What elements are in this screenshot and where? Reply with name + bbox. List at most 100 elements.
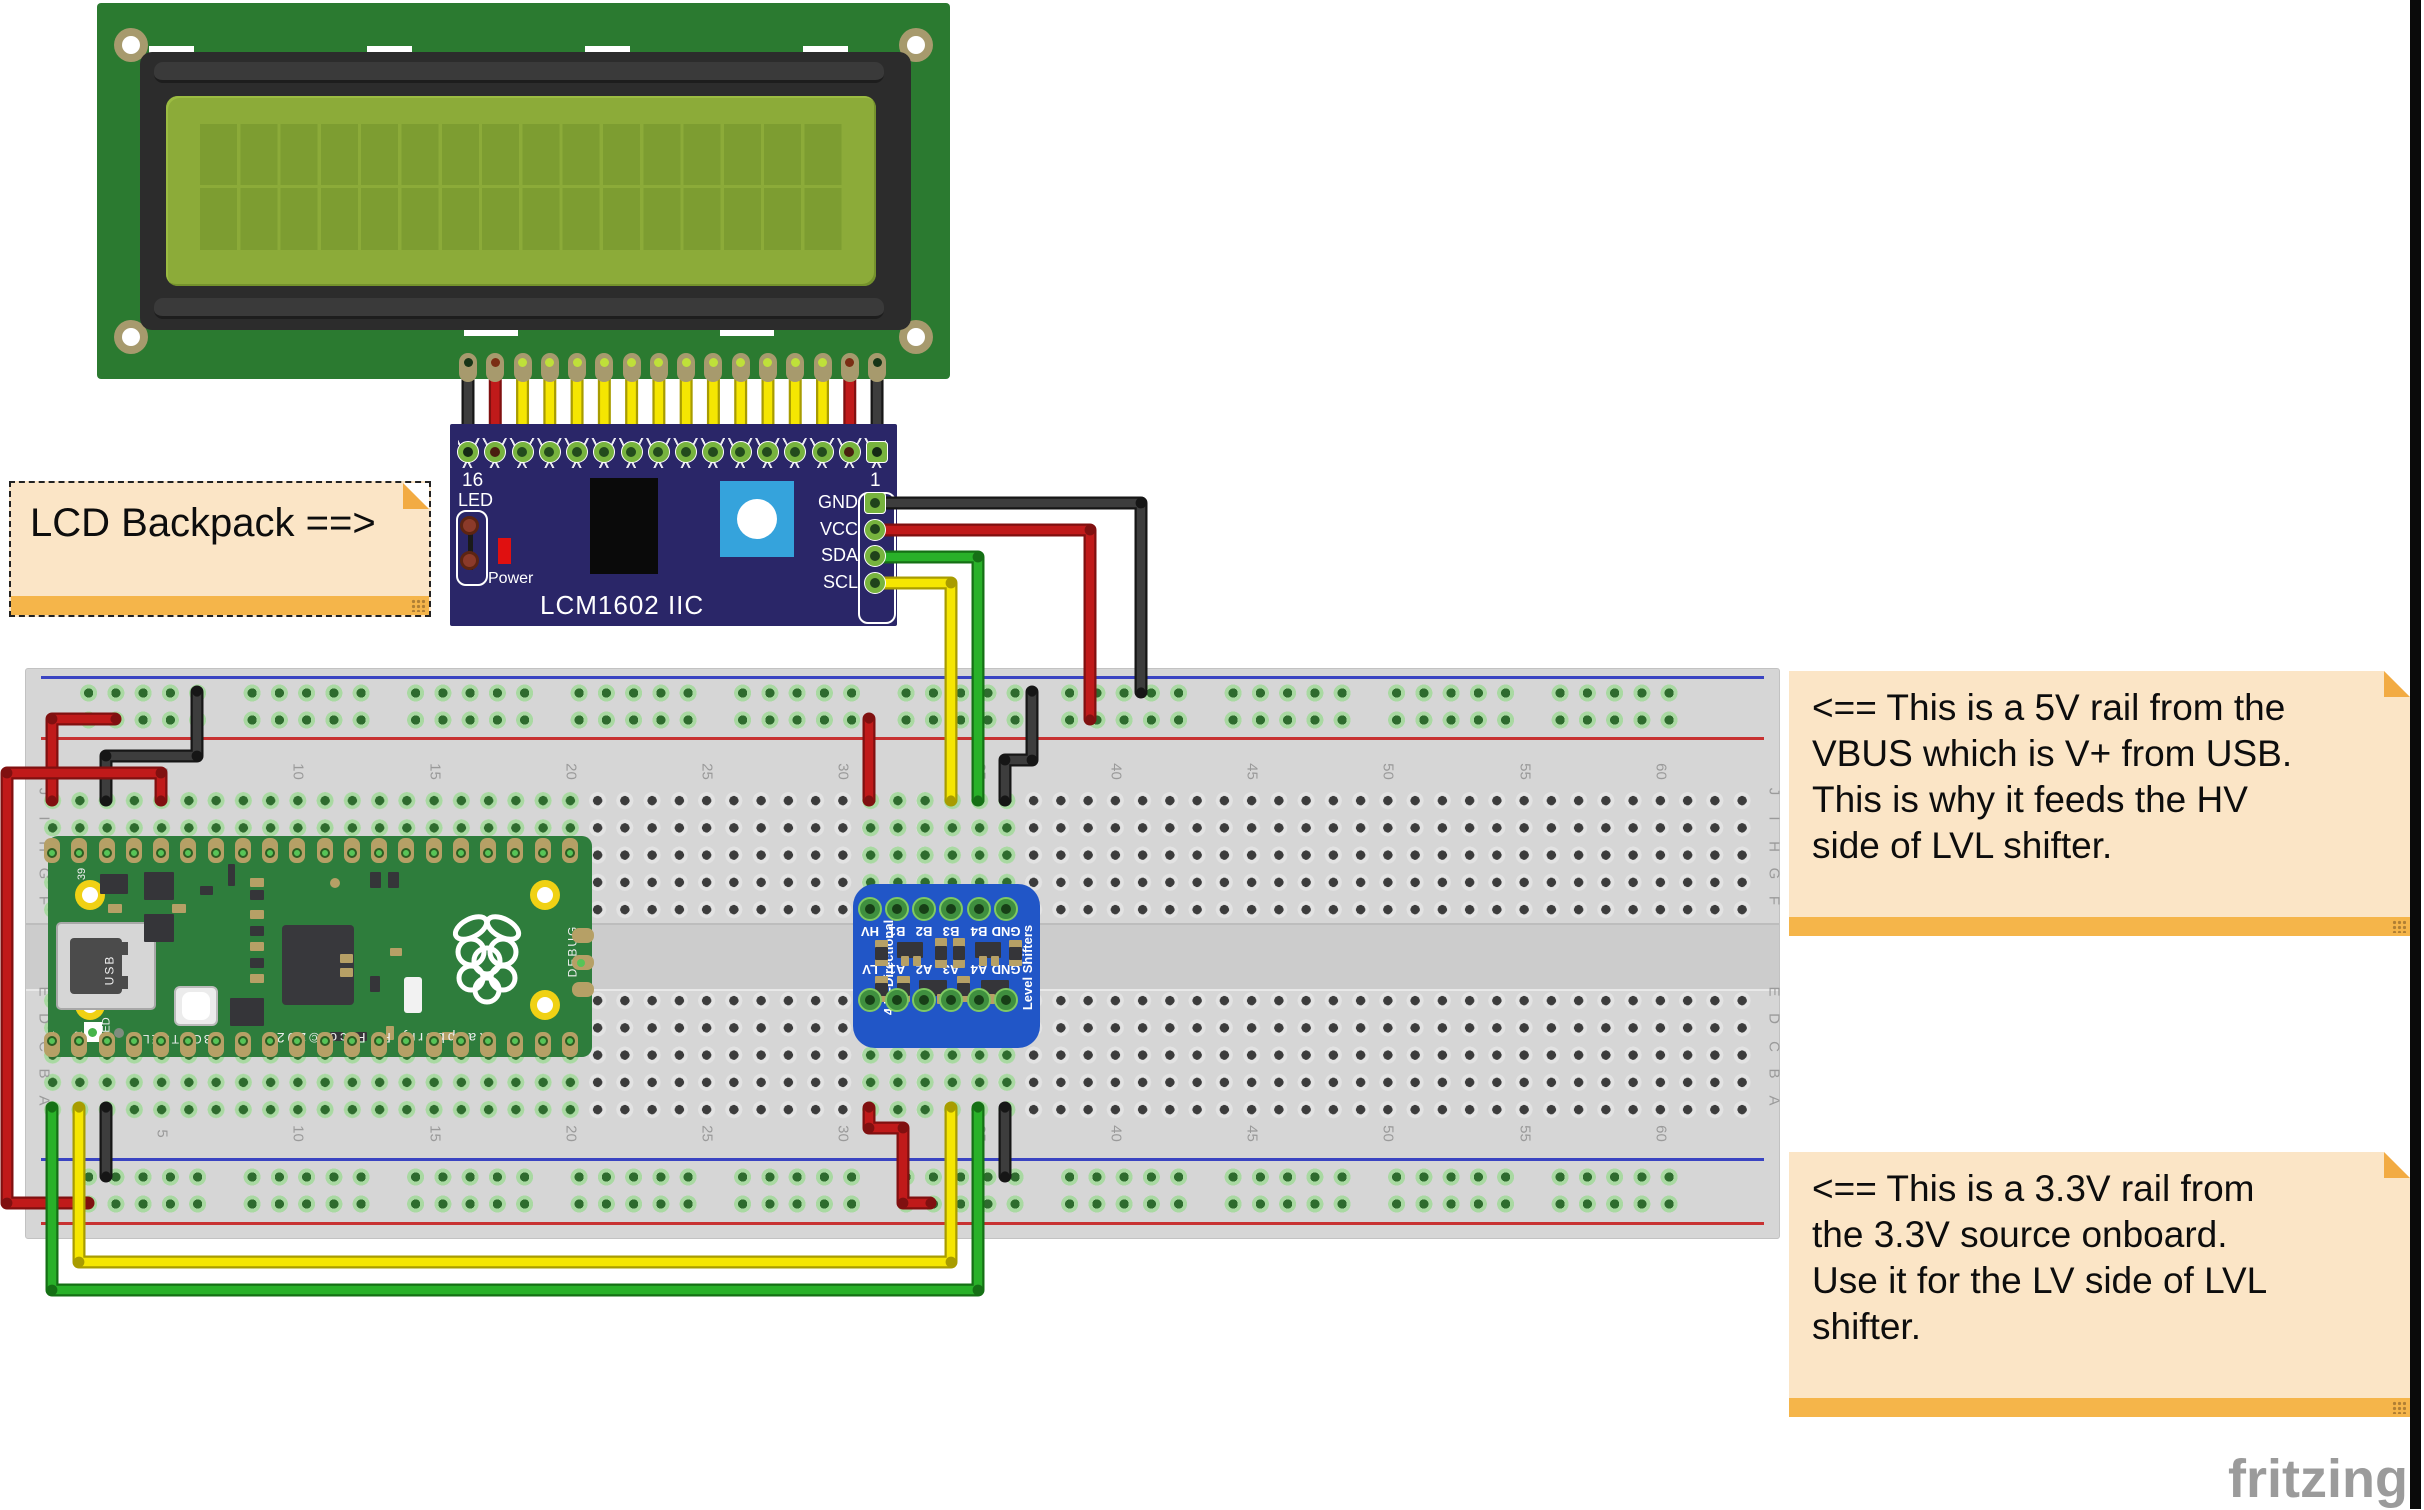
wire-gnd-top-jumper[interactable] [99,685,204,807]
backpack-header-pin[interactable] [756,441,779,463]
wire-hv-5v-jumper[interactable] [862,712,876,807]
lcd-pin-pad[interactable] [568,353,587,382]
backpack-header-pin[interactable] [729,441,752,463]
pico-pin-pad[interactable] [343,1032,360,1057]
pico-pin-pad[interactable] [371,1032,387,1057]
backpack-led-pin[interactable] [460,551,479,570]
lcd-pin-pad[interactable] [540,353,559,382]
shifter-pin-b3[interactable] [939,897,964,921]
pico-pin-pad[interactable] [289,1032,306,1057]
backpack-header-pin[interactable] [593,441,616,463]
backpack-header-pin[interactable] [647,441,670,463]
pico-pin-pad[interactable] [153,1032,169,1057]
pico-pin-pad[interactable] [480,838,496,863]
bottom-rail-row-3v3[interactable] [75,1190,1684,1218]
pico-pin-pad[interactable] [180,1032,197,1057]
pico-pin-pad[interactable] [207,838,224,863]
pico-pin-pad[interactable] [425,838,442,863]
backpack-header-pin[interactable] [620,441,643,463]
backpack-scl-pin[interactable] [864,572,886,595]
pico-pin-pad[interactable] [507,838,524,863]
pico-pin-pad[interactable] [44,1032,60,1057]
scrollbar[interactable] [2410,0,2421,1509]
pico-pin-pad[interactable] [262,838,278,863]
note-5v-rail[interactable]: <== This is a 5V rail from the VBUS whic… [1789,671,2410,936]
shifter-pin-a3[interactable] [939,988,964,1012]
lcd-pin-pad[interactable] [486,353,505,382]
note-resize-grip[interactable] [411,599,425,612]
pico-pin-pad[interactable] [561,1032,578,1057]
pico-pin-pad[interactable] [316,838,333,863]
backpack-header-pin[interactable] [538,441,561,463]
pico-pin-pad[interactable] [398,1032,415,1057]
pico-pin-pad[interactable] [316,1032,333,1057]
lcd-pin-pad[interactable] [704,353,723,382]
lcd-pin-pad[interactable] [595,353,614,382]
note-3v3-rail[interactable]: <== This is a 3.3V rail from the 3.3V so… [1789,1152,2410,1417]
shifter-pin-b2[interactable] [912,897,936,921]
wire-gnd-channel-jumper[interactable] [998,685,1039,807]
note-bar[interactable] [11,596,429,615]
wire-lv-3v3-jumper[interactable] [862,1101,937,1210]
lcd-pin-pad[interactable] [868,353,887,382]
backpack-contrast-potentiometer[interactable] [720,481,794,557]
note-bar[interactable] [1789,917,2410,936]
bottom-rail-row-gnd[interactable] [75,1163,1684,1191]
wire-sda-long-wire[interactable] [45,1101,985,1297]
wire-gnd-shifter-jumper[interactable] [998,1101,1012,1183]
pico-pin-pad[interactable] [561,838,578,863]
lcd-pin-pad[interactable] [813,353,832,382]
backpack-gnd-pin[interactable] [864,492,886,514]
backpack-header-pin[interactable] [811,441,834,463]
pico-pin-pad[interactable] [71,1032,88,1057]
pico-pin-pad[interactable] [343,838,360,863]
pico-pin-pad[interactable] [125,1032,142,1057]
wire-backpack-scl-wire[interactable] [873,576,958,807]
backpack-header-pin[interactable] [784,441,807,463]
pico-pin-pad[interactable] [125,838,142,863]
backpack-vcc-pin[interactable] [864,518,886,541]
backpack-header-pin[interactable] [838,441,861,463]
pico-pin-pad[interactable] [98,1032,115,1057]
shifter-pin-a1[interactable] [884,988,909,1012]
pico-pin-pad[interactable] [262,1032,278,1057]
top-rail-row-gnd[interactable] [75,679,1684,707]
backpack-header-pin[interactable] [457,441,479,463]
raspberry-pi-pico[interactable]: USB 39 1 2 LED BOOTSEL Raspber [45,836,594,1057]
shifter-pin-a4[interactable] [966,988,991,1012]
lcd-pin-pad[interactable] [622,353,641,382]
wire-backpack-sda-wire[interactable] [873,550,985,807]
note-resize-grip[interactable] [2392,920,2406,933]
pico-pin-pad[interactable] [71,838,88,863]
lcd-pin-pad[interactable] [677,353,696,382]
backpack-header-pin[interactable] [866,441,889,463]
pico-pin-pad[interactable] [452,838,469,863]
lcd-pin-pad[interactable] [731,353,750,382]
pico-pin-pad[interactable] [207,1032,224,1057]
top-rail-row-5v[interactable] [75,706,1684,734]
pico-pin-pad[interactable] [425,1032,442,1057]
note-bar[interactable] [1789,1398,2410,1417]
note-resize-grip[interactable] [2392,1401,2406,1414]
wire-scl-long-wire[interactable] [72,1101,958,1269]
backpack-sda-pin[interactable] [864,545,886,568]
backpack-led-pin[interactable] [460,516,479,535]
pico-pin-pad[interactable] [371,838,387,863]
lcd-pin-pad[interactable] [459,353,477,382]
wire-3v3-feed-wire[interactable] [0,766,168,1210]
lcd-pin-pad[interactable] [786,353,805,382]
pico-pin-pad[interactable] [98,838,115,863]
pico-pin-pad[interactable] [480,1032,496,1057]
shifter-pin-lv[interactable] [857,988,882,1012]
backpack-led-jumper-wire[interactable] [468,524,473,570]
shifter-pin-gnd[interactable] [993,897,1018,921]
pico-pin-pad[interactable] [44,838,60,863]
lcd-pin-pad[interactable] [649,353,668,382]
shifter-pin-b1[interactable] [884,897,909,921]
pico-pin-pad[interactable] [180,838,197,863]
pico-pin-pad[interactable] [289,838,306,863]
pico-pin-pad[interactable] [398,838,415,863]
pico-pin-pad[interactable] [234,1032,251,1057]
pico-pin-pad[interactable] [507,1032,524,1057]
shifter-pin-a2[interactable] [912,988,936,1012]
